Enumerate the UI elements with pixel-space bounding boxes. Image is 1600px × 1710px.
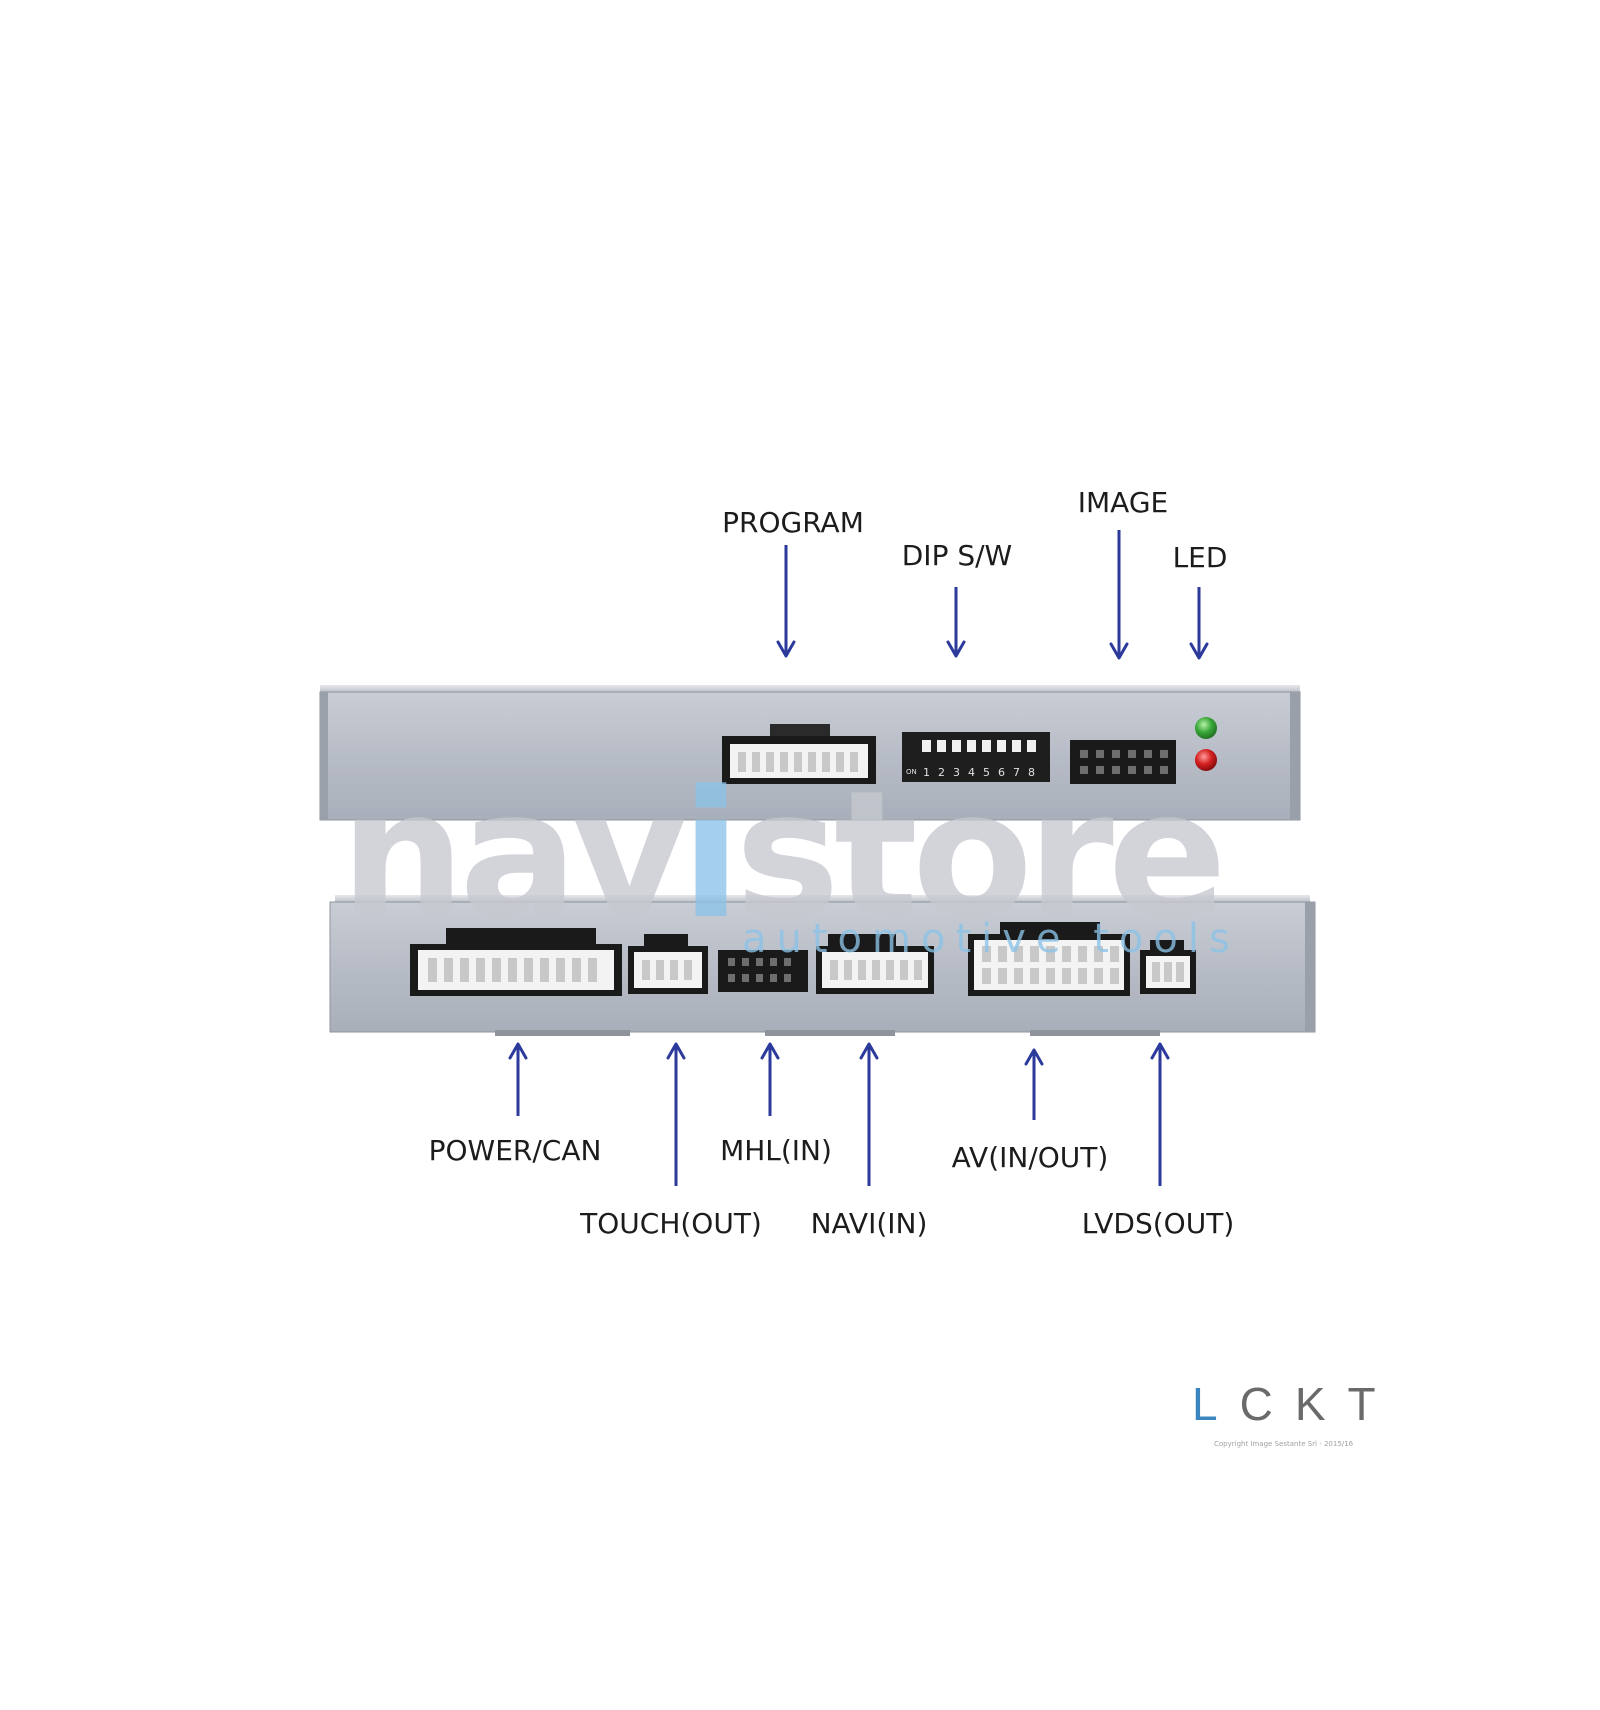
dip-lever-5 (982, 740, 991, 752)
arrow-led (1189, 587, 1209, 660)
dip-lever-6 (997, 740, 1006, 752)
arrow-navi-in (859, 1042, 879, 1186)
watermark: navistore automotive tools (340, 753, 1240, 962)
dip-lever-8 (1027, 740, 1036, 752)
dip-number-7: 7 (1013, 766, 1020, 779)
label-touch-out: TOUCH(OUT) (579, 1207, 762, 1240)
dip-number-5: 5 (983, 766, 990, 779)
svg-text:navistore: navistore (340, 753, 1221, 958)
arrow-image (1109, 530, 1129, 660)
dip-number-6: 6 (998, 766, 1005, 779)
mhl-in-connector (718, 950, 808, 992)
label-image: IMAGE (1078, 486, 1168, 519)
arrow-touch-out (666, 1042, 686, 1186)
label-power-can: POWER/CAN (429, 1134, 602, 1167)
label-led: LED (1173, 541, 1228, 574)
brand-first: L (1192, 1378, 1240, 1430)
brand-rest: CKT (1240, 1378, 1398, 1430)
led-green (1195, 717, 1217, 739)
arrow-program (776, 545, 796, 658)
arrow-mhl-in (760, 1042, 780, 1116)
dip-lever-7 (1012, 740, 1021, 752)
watermark-part1: nav (340, 753, 685, 958)
dip-number-1: 1 (923, 766, 930, 779)
watermark-part2: i (681, 753, 735, 958)
power-can-connector (410, 928, 622, 996)
image-connector (1070, 740, 1176, 784)
lvds-out-connector (1140, 940, 1196, 994)
watermark-part3: store (735, 753, 1221, 958)
touch-out-connector (628, 934, 708, 994)
dip-lever-2 (937, 740, 946, 752)
av-in-out-connector (968, 922, 1130, 996)
label-program: PROGRAM (722, 506, 864, 539)
dip-number-4: 4 (968, 766, 975, 779)
label-lvds-out: LVDS(OUT) (1082, 1207, 1235, 1240)
dip-on-mark: ON (906, 768, 917, 776)
copyright-text: Copyright Image Sestante Srl - 2015/16 (1214, 1440, 1354, 1448)
arrow-lvds-out (1150, 1042, 1170, 1186)
dip-lever-3 (952, 740, 961, 752)
dip-number-3: 3 (953, 766, 960, 779)
program-connector (722, 724, 876, 784)
watermark-subtitle: automotive tools (742, 916, 1240, 962)
label-mhl-in: MHL(IN) (720, 1134, 832, 1167)
label-dip-switch: DIP S/W (902, 539, 1013, 572)
dip-number-2: 2 (938, 766, 945, 779)
arrow-av-in-out (1024, 1048, 1044, 1120)
brand-logo: LCKT (1192, 1378, 1398, 1430)
arrow-power-can (508, 1042, 528, 1116)
label-av-in-out: AV(IN/OUT) (952, 1141, 1109, 1174)
navi-in-connector (816, 934, 934, 994)
dip-number-8: 8 (1028, 766, 1035, 779)
dip-lever-4 (967, 740, 976, 752)
label-navi-in: NAVI(IN) (811, 1207, 928, 1240)
arrow-dip-switch (946, 587, 966, 658)
dip-lever-1 (922, 740, 931, 752)
led-red (1195, 749, 1217, 771)
